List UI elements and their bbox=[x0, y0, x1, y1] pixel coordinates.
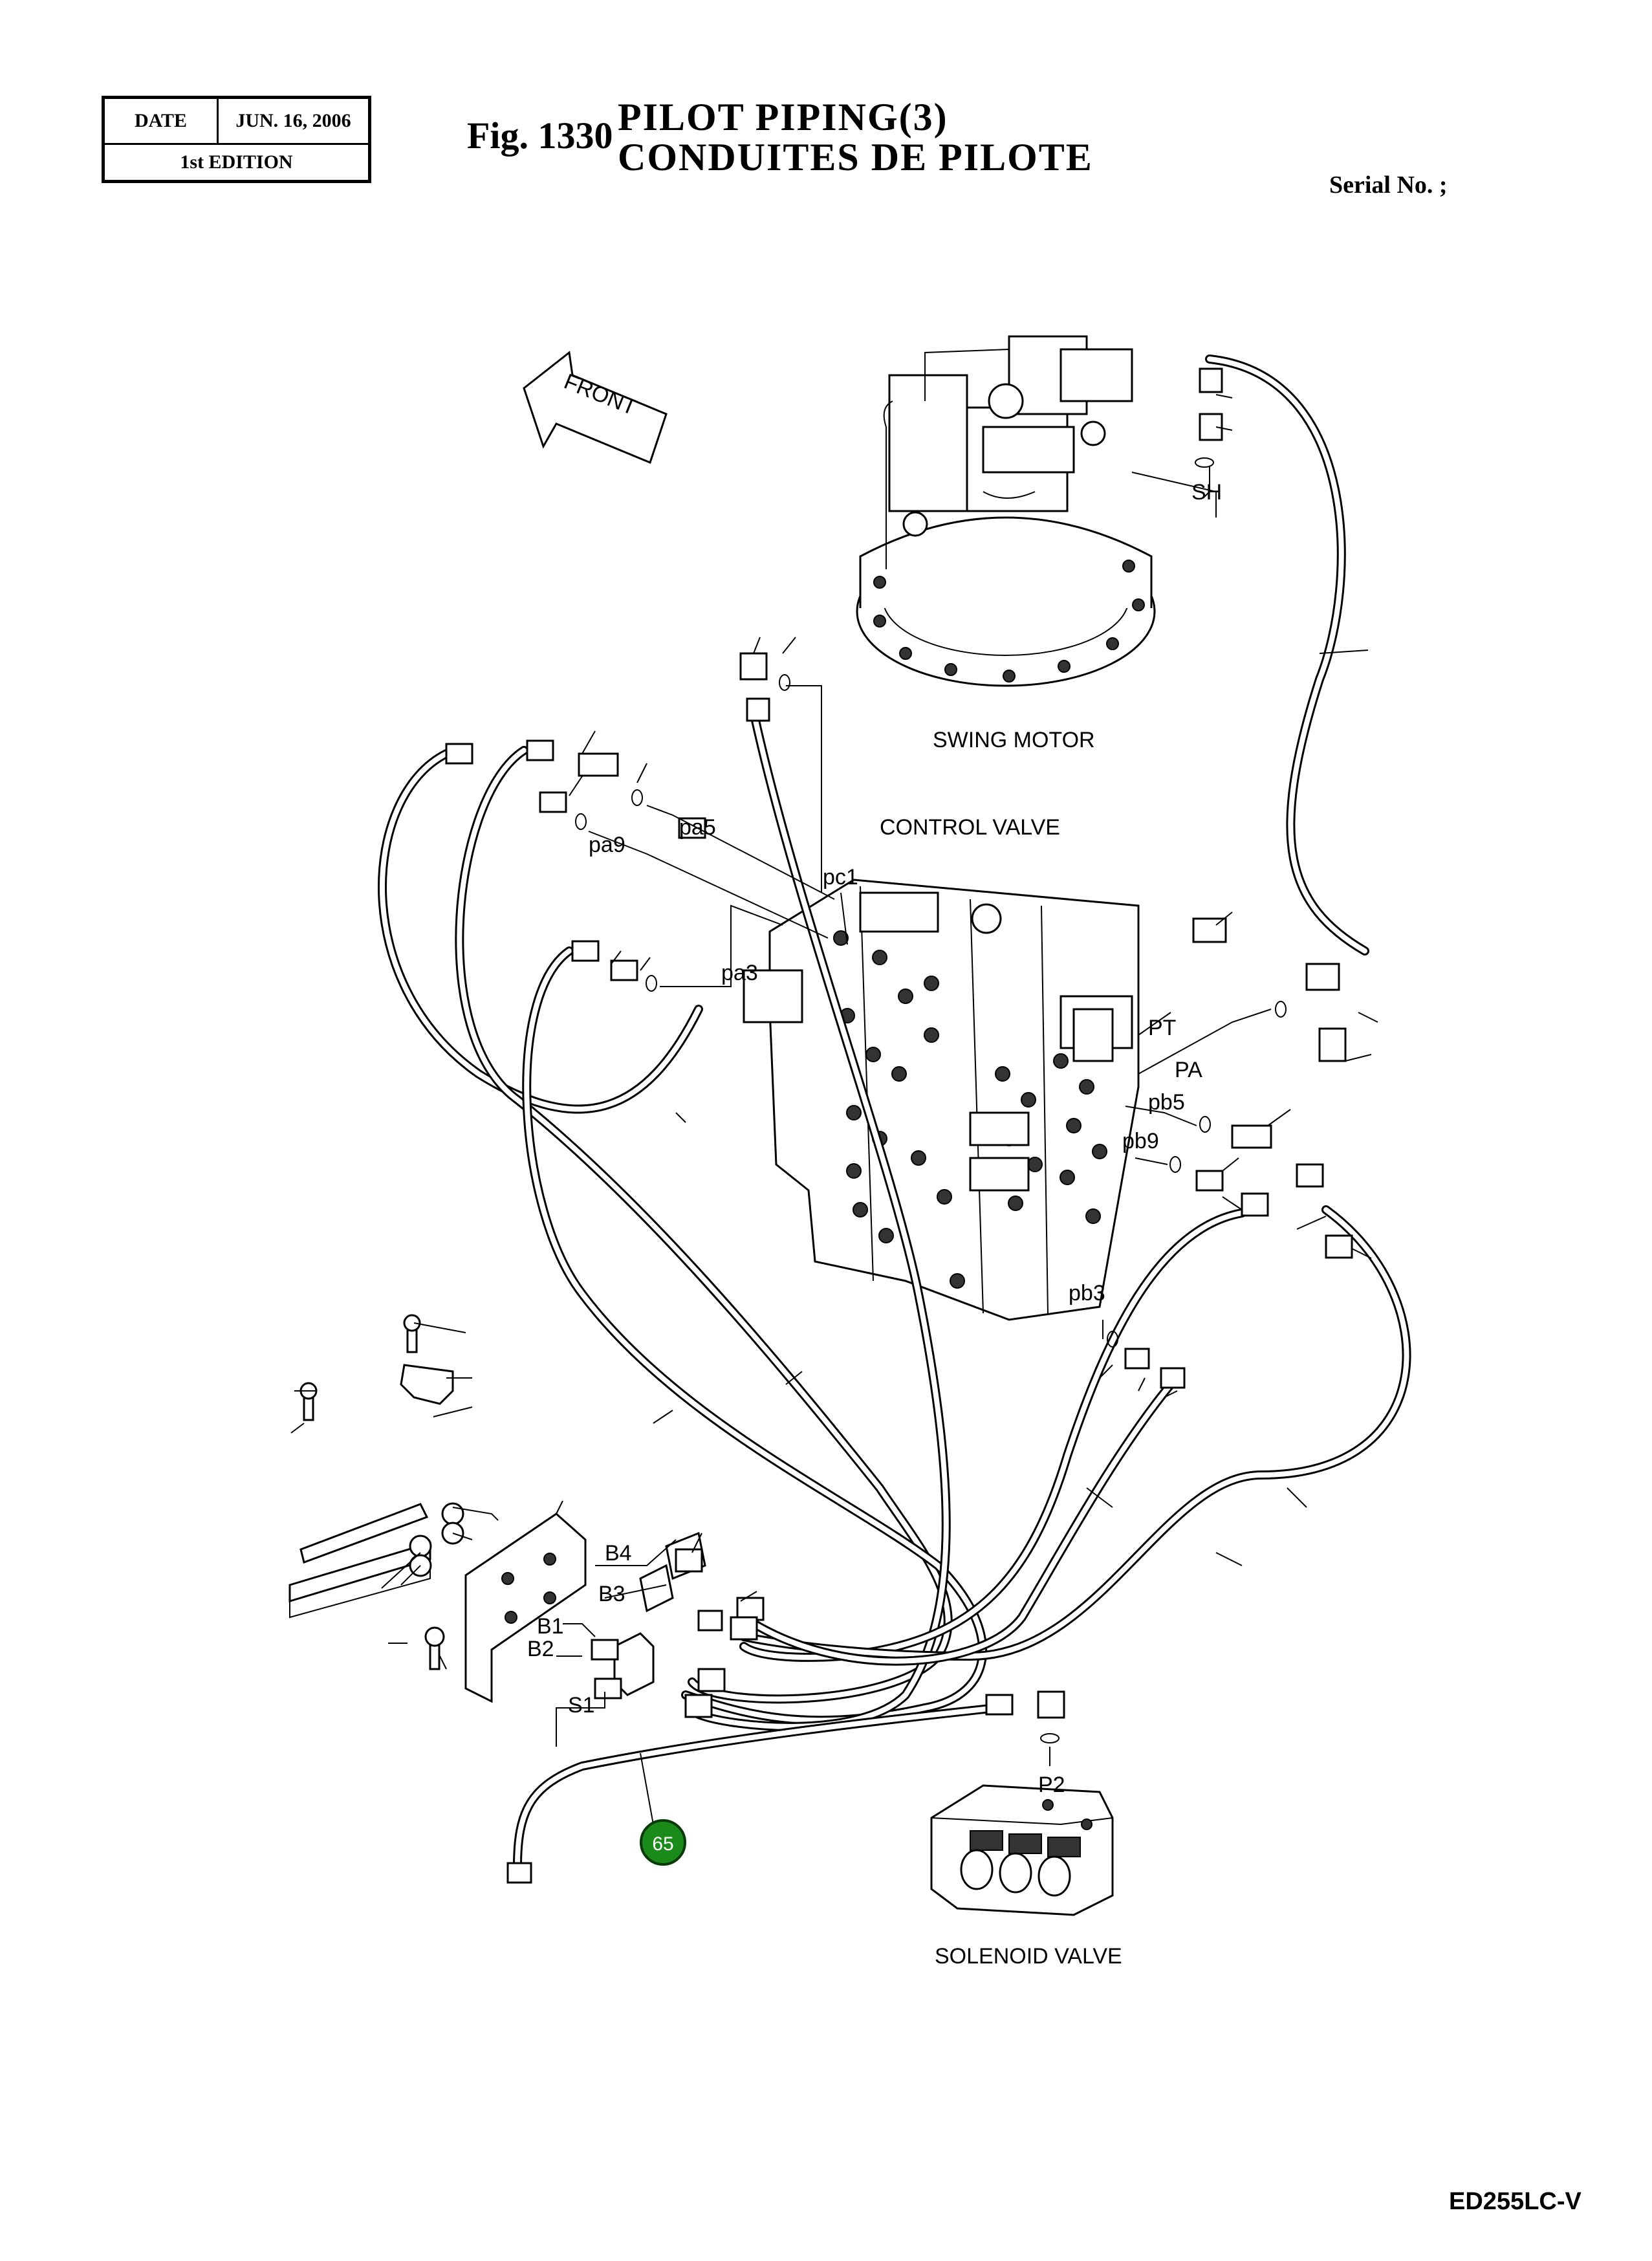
port-label-pa5: pa5 bbox=[679, 815, 716, 840]
port-label-pb3: pb3 bbox=[1069, 1281, 1105, 1305]
port-label-p2: P2 bbox=[1038, 1773, 1065, 1797]
port-label-pt: PT bbox=[1148, 1016, 1176, 1040]
title-english: PILOT PIPING(3) bbox=[618, 96, 948, 138]
swing-motor-label: SWING MOTOR bbox=[933, 728, 1095, 752]
o-rings bbox=[575, 457, 1287, 1743]
solenoid-valve-label: SOLENOID VALVE bbox=[935, 1944, 1122, 1969]
port-label-pb5: pb5 bbox=[1148, 1090, 1185, 1115]
port-label-b3: B3 bbox=[598, 1582, 625, 1606]
date-label: DATE bbox=[105, 99, 219, 143]
port-label-b1: B1 bbox=[537, 1614, 564, 1639]
port-label-sh: SH bbox=[1191, 480, 1222, 505]
edition-label: 1st EDITION bbox=[180, 151, 293, 173]
figure-title: PILOT PIPING(3) CONDUITES DE PILOTE bbox=[618, 97, 1093, 177]
date-box: DATE JUN. 16, 2006 1st EDITION bbox=[102, 96, 371, 183]
port-label-pa9: pa9 bbox=[589, 833, 625, 857]
figure-number: Fig. 1330 bbox=[467, 115, 613, 157]
mounting-brackets bbox=[288, 1314, 706, 1703]
date-row: DATE JUN. 16, 2006 bbox=[105, 99, 368, 145]
port-label-pa: PA bbox=[1175, 1058, 1202, 1082]
port-label-pa3: pa3 bbox=[721, 961, 758, 985]
date-value: JUN. 16, 2006 bbox=[235, 110, 351, 131]
callout-circle[interactable] bbox=[640, 1819, 686, 1866]
hoses bbox=[378, 355, 1411, 1871]
port-label-pc1: pc1 bbox=[823, 865, 858, 890]
callout-number[interactable]: 65 bbox=[652, 1833, 673, 1855]
callout-65[interactable]: 65 bbox=[640, 1819, 686, 1866]
port-label-b4: B4 bbox=[605, 1541, 632, 1566]
control-valve-drawing bbox=[743, 879, 1140, 1321]
title-french: CONDUITES DE PILOTE bbox=[618, 136, 1093, 179]
port-label-s1: S1 bbox=[568, 1693, 595, 1718]
port-label-pb9: pb9 bbox=[1122, 1129, 1159, 1153]
swing-motor-drawing bbox=[856, 335, 1217, 687]
leader-lines bbox=[290, 394, 1378, 1825]
model-number: ED255LC-V bbox=[1449, 2188, 1581, 2215]
fittings bbox=[445, 367, 1353, 1884]
front-arrow: FRONT bbox=[523, 351, 668, 464]
solenoid-valve-drawing bbox=[930, 1784, 1114, 1916]
serial-number: Serial No. ; bbox=[1329, 171, 1448, 199]
control-valve-label: CONTROL VALVE bbox=[880, 815, 1060, 840]
port-label-b2: B2 bbox=[527, 1637, 554, 1661]
